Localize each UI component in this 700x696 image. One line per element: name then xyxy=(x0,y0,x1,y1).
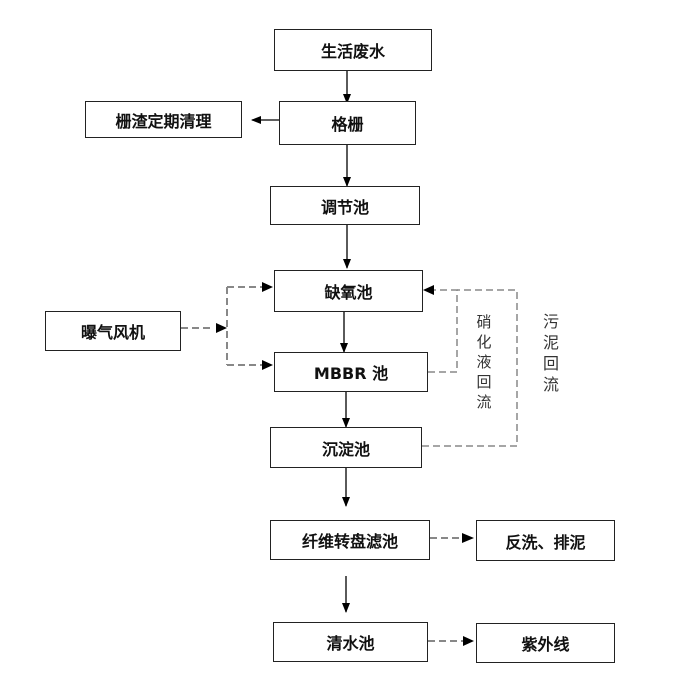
box-uv: 紫外线 xyxy=(476,623,615,663)
box-equalization: 调节池 xyxy=(270,186,420,225)
box-anoxic: 缺氧池 xyxy=(274,270,423,312)
box-clear-water-label: 清水池 xyxy=(326,634,375,653)
box-screen-label: 格栅 xyxy=(331,115,364,134)
box-screen-cleaning: 栅渣定期清理 xyxy=(85,101,242,138)
air-supply-lines xyxy=(181,286,262,366)
box-screen: 格栅 xyxy=(279,101,416,145)
vertical-label-char: 流 xyxy=(476,393,492,411)
vertical-label-char: 硝 xyxy=(476,313,492,331)
air-arrowhead-anoxic xyxy=(262,282,273,292)
vertical-label-char: 液 xyxy=(476,353,492,371)
box-mbbr-label: MBBR 池 xyxy=(313,364,389,383)
vertical-label-char: 泥 xyxy=(542,333,559,352)
sludge-reflux-label: 污泥回流 xyxy=(541,311,561,395)
box-clear-water: 清水池 xyxy=(273,622,428,662)
box-screen-cleaning-label: 栅渣定期清理 xyxy=(115,111,212,131)
box-backwash-label: 反洗、排泥 xyxy=(505,532,586,552)
box-uv-label: 紫外线 xyxy=(521,635,570,654)
box-wastewater: 生活废水 xyxy=(274,29,432,71)
vertical-label-char: 流 xyxy=(542,375,559,394)
box-wastewater-label: 生活废水 xyxy=(320,42,385,61)
air-arrowhead-blower xyxy=(216,323,227,333)
uv-arrowhead xyxy=(463,636,474,646)
sludge-reflux-line xyxy=(422,289,518,447)
nitrate-reflux-line xyxy=(428,289,458,373)
box-mbbr: MBBR 池 xyxy=(274,352,428,392)
vertical-label-char: 回 xyxy=(476,373,492,391)
box-equalization-label: 调节池 xyxy=(320,197,369,217)
vertical-label-char: 化 xyxy=(476,333,492,351)
box-blower-label: 曝气风机 xyxy=(80,323,145,342)
box-blower: 曝气风机 xyxy=(45,311,181,351)
vertical-label-char: 回 xyxy=(542,354,559,373)
air-arrowhead-mbbr xyxy=(262,360,273,370)
backwash-arrowhead xyxy=(462,533,474,543)
vertical-label-char: 污 xyxy=(542,312,559,331)
box-sedimentation: 沉淀池 xyxy=(270,427,422,468)
nitrate-reflux-label: 硝化液回流 xyxy=(474,312,494,412)
box-disc-filter: 纤维转盘滤池 xyxy=(270,520,430,560)
box-disc-filter-label: 纤维转盘滤池 xyxy=(301,532,398,551)
box-backwash: 反洗、排泥 xyxy=(476,520,615,561)
box-sedimentation-label: 沉淀池 xyxy=(321,439,370,459)
box-anoxic-label: 缺氧池 xyxy=(324,283,373,302)
nitrate-reflux-arrowhead xyxy=(423,285,434,295)
